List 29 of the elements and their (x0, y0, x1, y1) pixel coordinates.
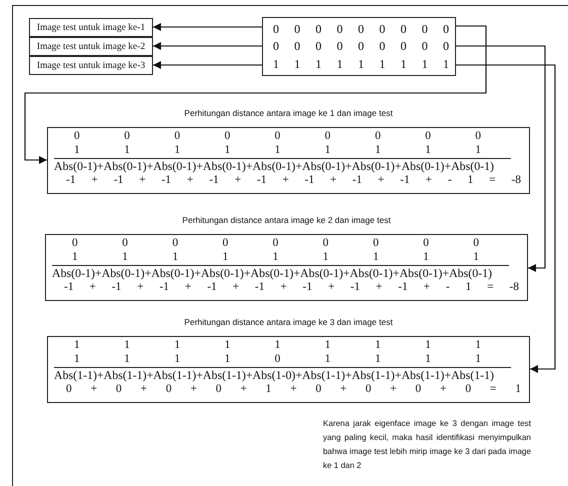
result-row: -1 + -1 + -1 + -1 + -1 + -1 + -1 + -1 + - 1 = -8 (66, 173, 521, 187)
value-row: 1 1 1 1 1 1 1 1 1 (74, 143, 481, 157)
calculation-heading: Perhitungan distance antara image ke 1 dan image test (183, 108, 394, 118)
matrix-row: 0 0 0 0 0 0 0 0 0 (273, 38, 449, 54)
matrix-box (262, 17, 456, 76)
formula-row-text: Abs(0-1)+Abs(0-1)+Abs(0-1)+Abs(0-1)+Abs(0-1)+Abs(0-1)+Abs(0-1)+Abs(0-1)+Abs(0-1) (54, 159, 496, 173)
result-row: 0 + 0 + 0 + 0 + 1 + 0 + 0 + 0 + 0 = 1 (66, 382, 521, 396)
label-box: Image test untuk image ke-2 (29, 37, 153, 56)
matrix-row: 1 1 1 1 1 1 1 1 1 (273, 56, 449, 72)
connector-arrow (153, 61, 262, 69)
value-row: 1 1 1 1 0 1 1 1 1 (74, 352, 481, 366)
label-box: Image test untuk image ke-1 (29, 18, 153, 37)
conclusion-note: Karena jarak eigenface image ke 3 dengan image test yang paling kecil, maka hasil identifikasi menyimpulkan bahwa image test lebih mirip image ke 3 dari pada image ke 1 dan 2 (323, 418, 531, 472)
connector-arrow (153, 42, 262, 50)
connector-arrow (153, 23, 262, 31)
value-row: 1 1 1 1 1 1 1 1 1 (74, 338, 481, 352)
label-box: Image test untuk image ke-3 (29, 56, 153, 75)
value-row: 0 0 0 0 0 0 0 0 0 (72, 236, 479, 250)
connector-arrow (456, 64, 556, 373)
formula-row-text: Abs(0-1)+Abs(0-1)+Abs(0-1)+Abs(0-1)+Abs(0-1)+Abs(0-1)+Abs(0-1)+Abs(0-1)+Abs(0-1) (52, 266, 494, 280)
matrix-row: 0 0 0 0 0 0 0 0 0 (273, 20, 449, 37)
value-row: 1 1 1 1 1 1 1 1 1 (72, 250, 479, 264)
connector-arrow (24, 25, 487, 164)
value-row: 0 0 0 0 0 0 0 0 0 (74, 129, 481, 143)
formula-row-text: Abs(1-1)+Abs(1-1)+Abs(1-1)+Abs(1-1)+Abs(1-0)+Abs(1-1)+Abs(1-1)+Abs(1-1)+Abs(1-1) (54, 368, 496, 382)
result-row: -1 + -1 + -1 + -1 + -1 + -1 + -1 + -1 + - 1 = -8 (64, 280, 519, 294)
connector-arrow (456, 45, 546, 272)
calculation-heading: Perhitungan distance antara image ke 3 dan image test (183, 317, 394, 327)
calculation-heading: Perhitungan distance antara image ke 2 dan image test (181, 215, 392, 225)
